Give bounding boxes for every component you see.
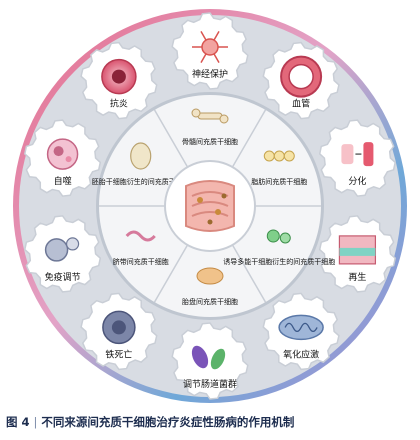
outer-item-label: 铁死亡	[105, 348, 132, 360]
embryo-icon	[130, 142, 152, 170]
inner-divider	[231, 109, 267, 168]
placenta-icon	[196, 267, 224, 285]
outer-item-9: 自噬	[23, 119, 102, 197]
differentiation-icon	[341, 142, 374, 167]
outer-item-1: 神经保护	[171, 12, 249, 90]
inner-divider	[231, 244, 267, 303]
outer-item-label: 抗炎	[110, 98, 128, 110]
dying-cell-icon	[102, 310, 136, 345]
outer-item-label: 调节肠道菌群	[183, 378, 237, 390]
outer-item-7: 铁死亡	[80, 292, 158, 371]
inner-item-2: 脂肪间充质干细胞	[251, 150, 307, 186]
adipose-tissue-icon	[263, 150, 295, 162]
figure-title: 不同来源间充质干细胞治疗炎症性肠病的作用机制	[41, 415, 295, 429]
stem-cell-icon	[266, 229, 291, 244]
gear-shape	[171, 322, 249, 400]
inner-item-label: 骨髓间充质干细胞	[182, 137, 238, 146]
inner-item-3: 诱导多能干细胞衍生的间充质干细胞	[223, 229, 335, 266]
gut-bacteria-icon	[191, 345, 226, 370]
outer-item-4: 再生	[318, 215, 397, 293]
inner-item-6: 胚胎干细胞衍生的间充质干细胞	[92, 142, 190, 186]
outer-item-label: 氧化应激	[283, 348, 319, 360]
outer-item-label: 分化	[348, 175, 366, 187]
inner-item-label: 脂肪间充质干细胞	[251, 177, 307, 186]
outer-item-label: 再生	[348, 271, 366, 283]
bone-icon	[191, 108, 229, 124]
inner-item-label: 胎盘间充质干细胞	[182, 297, 238, 306]
outer-item-5: 氧化应激	[262, 292, 340, 371]
inner-divider	[153, 109, 189, 168]
gear-shape	[318, 119, 397, 197]
outer-item-label: 免疫调节	[45, 271, 81, 283]
inner-item-5: 脐带间充质干细胞	[113, 230, 169, 266]
inflamed-cell-icon	[101, 58, 137, 95]
mitochondria-icon	[278, 314, 324, 341]
outer-item-label: 神经保护	[192, 68, 228, 80]
autophagy-cell-icon	[46, 138, 79, 170]
blood-vessel-icon	[280, 55, 323, 98]
outer-item-10: 抗炎	[80, 41, 158, 120]
inner-items: 骨髓间充质干细胞脂肪间充质干细胞诱导多能干细胞衍生的间充质干细胞胎盘间充质干细胞…	[92, 108, 335, 306]
umbilical-cord-icon	[125, 230, 156, 242]
tissue-regeneration-icon	[338, 235, 377, 265]
inner-item-1: 骨髓间充质干细胞	[182, 108, 238, 146]
inner-item-label: 胚胎干细胞衍生的间充质干细胞	[92, 177, 190, 186]
immune-cell-icon	[44, 237, 80, 262]
inner-divider	[153, 244, 189, 303]
caption-separator: |	[33, 415, 38, 429]
inner-item-4: 胎盘间充质干细胞	[182, 267, 238, 306]
outer-item-8: 免疫调节	[23, 215, 102, 293]
figure-caption: 图 4|不同来源间充质干细胞治疗炎症性肠病的作用机制	[6, 414, 416, 434]
inner-dividers	[99, 109, 321, 303]
neuron-icon	[192, 31, 228, 63]
intestine-icon	[185, 180, 235, 232]
inner-item-label: 脐带间充质干细胞	[113, 257, 169, 266]
outer-item-3: 分化	[318, 119, 397, 197]
figure-number: 图 4	[6, 415, 30, 429]
outer-item-label: 血管	[292, 98, 310, 110]
outer-item-2: 血管	[262, 41, 340, 120]
outer-item-label: 自噬	[54, 175, 72, 187]
inner-item-label: 诱导多能干细胞衍生的间充质干细胞	[223, 257, 335, 266]
outer-item-6: 调节肠道菌群	[171, 322, 249, 400]
